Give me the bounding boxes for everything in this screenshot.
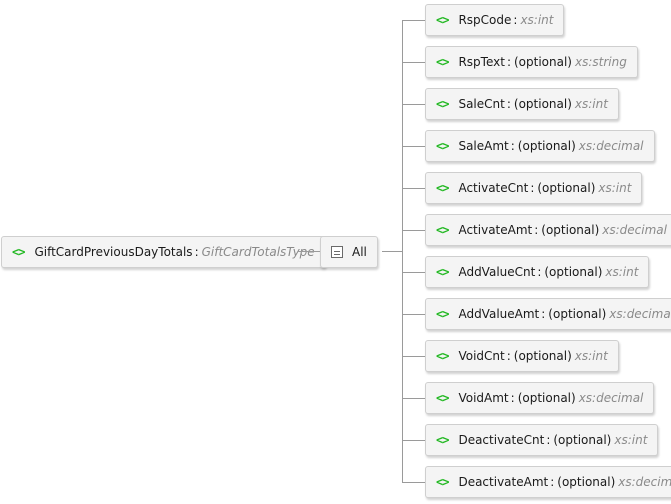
type-separator: : [550,475,555,489]
type-separator: : [541,307,546,321]
element-type: xs:decimal [609,307,671,321]
element-icon: <> [12,245,25,259]
type-separator: : [506,55,511,69]
child-element-rsptext[interactable]: <> RspText:(optional)xs:string [425,46,638,78]
element-type: xs:decimal [602,223,667,237]
element-type: xs:string [574,55,627,69]
element-name: AddValueAmt [458,307,540,321]
element-type: xs:decimal [578,391,644,405]
all-compositor-node[interactable]: All [320,236,378,268]
child-branch-line [402,314,425,315]
child-branch-line [402,482,425,483]
optional-marker: (optional) [517,391,576,405]
element-icon: <> [436,55,449,69]
child-branch-line [402,398,425,399]
root-element-type: GiftCardTotalsType [201,245,315,259]
element-type: xs:int [605,265,639,279]
optional-marker: (optional) [541,223,600,237]
element-name: RspCode [458,13,512,27]
child-branch-line [402,188,425,189]
child-branch-line [402,440,425,441]
element-name: SaleAmt [458,139,509,153]
element-name: RspText [458,55,505,69]
child-element-salecnt[interactable]: <> SaleCnt:(optional)xs:int [425,88,619,120]
type-separator: : [537,265,542,279]
child-element-deactivatecnt[interactable]: <> DeactivateCnt:(optional)xs:int [425,424,659,456]
child-element-rspcode[interactable]: <> RspCode:xs:int [425,4,565,36]
type-separator: : [513,13,518,27]
root-element-name: GiftCardPreviousDayTotals [34,245,193,259]
child-branch-line [402,62,425,63]
element-name: DeactivateCnt [458,433,545,447]
child-element-activateamt[interactable]: <> ActivateAmt:(optional)xs:decimal [425,214,671,246]
optional-marker: (optional) [513,55,572,69]
element-type: xs:decimal [618,475,671,489]
optional-marker: (optional) [513,349,572,363]
element-type: xs:decimal [578,139,644,153]
compositor-connector [382,251,403,252]
element-name: DeactivateAmt [458,475,549,489]
element-icon: <> [436,433,449,447]
type-separator: : [546,433,551,447]
child-branch-line [402,20,425,21]
type-separator: : [506,97,511,111]
optional-marker: (optional) [553,433,612,447]
child-element-activatecnt[interactable]: <> ActivateCnt:(optional)xs:int [425,172,643,204]
element-name: VoidAmt [458,391,509,405]
element-name: AddValueCnt [458,265,536,279]
element-icon: <> [436,307,449,321]
child-element-saleamt[interactable]: <> SaleAmt:(optional)xs:decimal [425,130,655,162]
optional-marker: (optional) [513,97,572,111]
optional-marker: (optional) [548,307,607,321]
element-icon: <> [436,181,449,195]
element-icon: <> [436,265,449,279]
type-separator: : [510,391,515,405]
element-type: xs:int [520,13,554,27]
element-icon: <> [436,349,449,363]
child-element-addvalueamt[interactable]: <> AddValueAmt:(optional)xs:decimal [425,298,671,330]
element-icon: <> [436,139,449,153]
child-element-voidamt[interactable]: <> VoidAmt:(optional)xs:decimal [425,382,655,414]
type-separator: : [534,223,539,237]
element-name: VoidCnt [458,349,505,363]
child-branch-line [402,272,425,273]
all-compositor-icon [331,246,343,258]
optional-marker: (optional) [544,265,603,279]
type-separator: : [194,245,199,259]
element-icon: <> [436,13,449,27]
child-branch-line [402,104,425,105]
child-element-deactivateamt[interactable]: <> DeactivateAmt:(optional)xs:decimal [425,466,671,498]
element-name: SaleCnt [458,97,505,111]
root-element-node[interactable]: <> GiftCardPreviousDayTotals : GiftCardT… [1,236,326,268]
element-type: xs:int [598,181,632,195]
compositor-label: All [352,245,367,259]
children-trunk-line [402,20,403,483]
type-separator: : [530,181,535,195]
root-connector [298,251,320,252]
type-separator: : [510,139,515,153]
element-name: ActivateCnt [458,181,529,195]
element-type: xs:int [614,433,648,447]
element-icon: <> [436,97,449,111]
element-icon: <> [436,223,449,237]
element-name: ActivateAmt [458,223,533,237]
type-separator: : [506,349,511,363]
element-type: xs:int [574,349,608,363]
element-type: xs:int [574,97,608,111]
optional-marker: (optional) [557,475,616,489]
child-branch-line [402,146,425,147]
child-branch-line [402,230,425,231]
optional-marker: (optional) [537,181,596,195]
child-element-voidcnt[interactable]: <> VoidCnt:(optional)xs:int [425,340,619,372]
child-branch-line [402,356,425,357]
element-icon: <> [436,391,449,405]
child-element-addvaluecnt[interactable]: <> AddValueCnt:(optional)xs:int [425,256,650,288]
optional-marker: (optional) [517,139,576,153]
element-icon: <> [436,475,449,489]
